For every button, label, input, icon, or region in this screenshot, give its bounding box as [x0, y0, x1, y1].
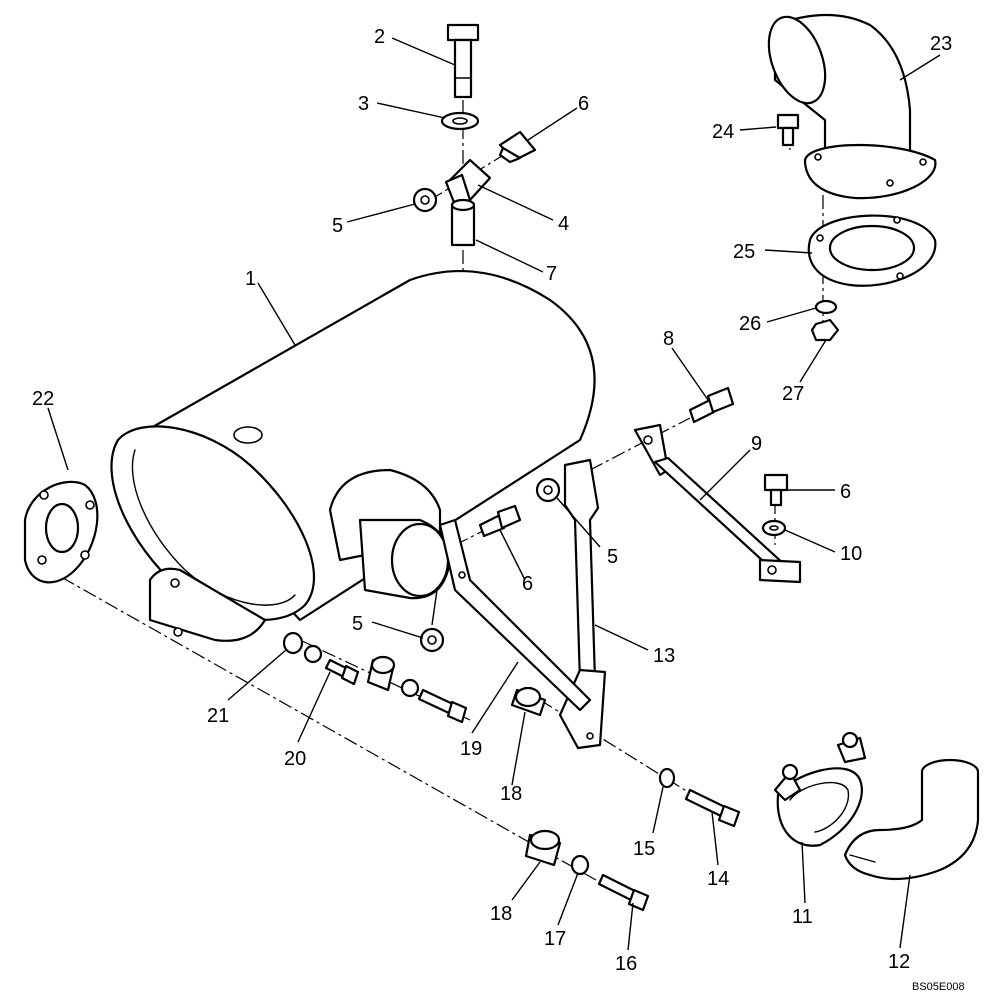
washer-small — [282, 631, 304, 655]
callout-12: 12 — [888, 951, 910, 973]
bolt-bottom — [597, 873, 650, 912]
callout-5-mid: 5 — [607, 546, 618, 568]
exhaust-stack — [767, 13, 937, 200]
muffler-body — [110, 270, 596, 642]
callout-11: 11 — [792, 906, 813, 928]
callout-4: 4 — [558, 213, 569, 235]
hex-nut — [810, 318, 840, 342]
spacer-tube — [450, 198, 476, 247]
bolt-lower — [684, 788, 741, 828]
callout-23: 23 — [930, 33, 952, 55]
bolt-strap — [688, 386, 735, 424]
support-strap — [633, 423, 802, 584]
callout-25: 25 — [733, 241, 755, 263]
bolt-mid — [417, 688, 468, 724]
callout-22: 22 — [32, 388, 54, 410]
callout-6-top: 6 — [578, 93, 589, 115]
callout-21: 21 — [207, 705, 229, 727]
washer-lower — [658, 767, 676, 789]
washer-right — [761, 519, 787, 537]
elbow-pipe — [843, 758, 980, 881]
cap-screw-top — [498, 130, 537, 164]
callout-1: 1 — [245, 268, 256, 290]
clip-bracket — [444, 158, 492, 207]
callout-19: 19 — [460, 738, 482, 760]
washer-mid — [400, 678, 420, 698]
leader-lines — [47, 37, 941, 951]
callout-6-mid: 6 — [522, 573, 533, 595]
figure-code: BS05E008 — [912, 981, 965, 993]
isolator-bushing-lower — [524, 829, 562, 867]
callout-18-upper: 18 — [500, 783, 522, 805]
callout-10: 10 — [840, 543, 862, 565]
callout-24: 24 — [712, 121, 734, 143]
stack-screw — [776, 113, 800, 147]
callout-3: 3 — [358, 93, 369, 115]
washer-small-2 — [303, 644, 323, 664]
callout-13: 13 — [653, 645, 675, 667]
cap-screw-right — [763, 473, 789, 507]
callout-labels: 1 2 3 4 5 5 5 6 6 6 7 8 9 10 11 12 13 14… — [32, 26, 952, 975]
stack-gasket — [807, 214, 937, 287]
lock-washer — [814, 299, 838, 315]
callout-16: 16 — [615, 953, 637, 975]
flange-nut-lower — [419, 627, 445, 653]
callout-7: 7 — [546, 263, 557, 285]
washer-bottom — [570, 854, 590, 876]
cap-screw-mid — [478, 504, 522, 538]
callout-26: 26 — [739, 313, 761, 335]
support-brace — [438, 518, 592, 712]
callout-5-lower: 5 — [352, 613, 363, 635]
bolt-top — [446, 23, 480, 99]
callout-2: 2 — [374, 26, 385, 48]
screw-small — [324, 658, 360, 686]
callout-27: 27 — [782, 383, 804, 405]
callout-15: 15 — [633, 838, 655, 860]
gasket-inlet — [23, 480, 99, 584]
callout-17: 17 — [544, 928, 566, 950]
callout-5-top: 5 — [332, 215, 343, 237]
flange-nut-mid — [535, 477, 561, 503]
callout-6-right: 6 — [840, 481, 851, 503]
callout-14: 14 — [707, 868, 729, 890]
washer-top — [440, 111, 480, 131]
callout-20: 20 — [284, 748, 306, 770]
callout-9: 9 — [751, 433, 762, 455]
clamp — [773, 731, 867, 847]
isolator-bushing-upper — [510, 686, 547, 717]
callout-8: 8 — [663, 328, 674, 350]
callout-18-lower: 18 — [490, 903, 512, 925]
bushing-mid — [366, 655, 396, 692]
flange-nut-top — [412, 187, 438, 213]
